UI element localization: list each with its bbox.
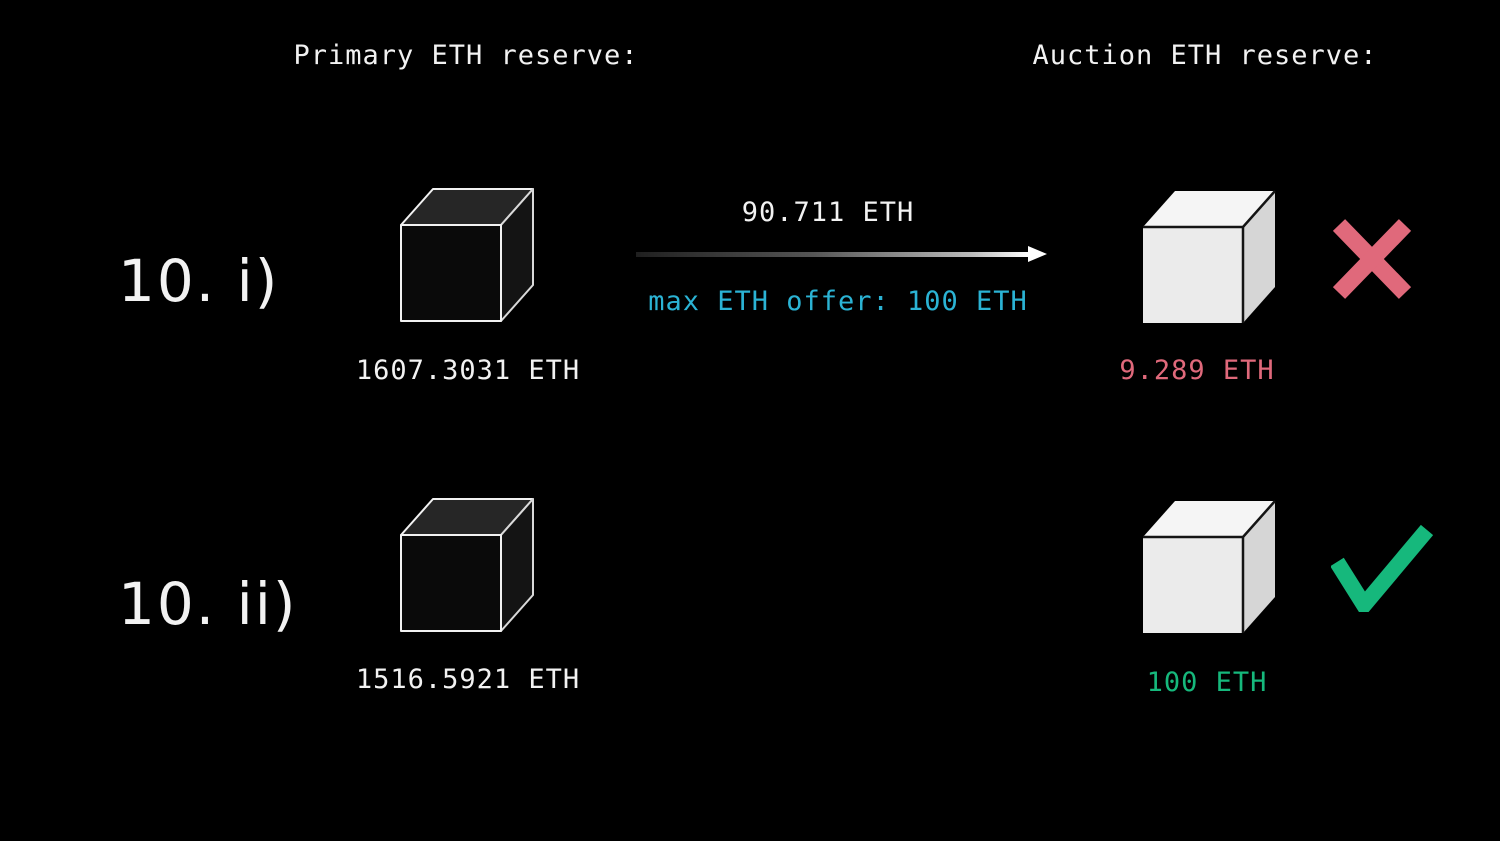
auction-reserve-header: Auction ETH reserve: <box>1032 40 1378 71</box>
primary-reserve-amount: 1516.5921 ETH <box>355 664 581 695</box>
auction-reserve-amount: 9.289 ETH <box>1119 355 1275 386</box>
transfer-amount-label: 90.711 ETH <box>741 197 915 228</box>
transfer-arrow-icon <box>636 252 1030 257</box>
primary-reserve-cube-icon <box>400 498 534 632</box>
primary-reserve-header: Primary ETH reserve: <box>293 40 639 71</box>
auction-reserve-cube-icon <box>1143 500 1276 633</box>
primary-reserve-amount: 1607.3031 ETH <box>355 355 581 386</box>
max-eth-offer-note: max ETH offer: 100 ETH <box>648 286 1028 317</box>
checkmark-icon <box>1331 524 1433 612</box>
auction-reserve-amount: 100 ETH <box>1146 667 1268 698</box>
auction-reserve-cube-icon <box>1143 190 1276 323</box>
transfer-arrowhead-icon <box>1028 246 1047 262</box>
x-mark-icon <box>1332 219 1412 299</box>
primary-reserve-cube-icon <box>400 188 534 322</box>
row-label: 10. i) <box>118 247 280 315</box>
row-label: 10. ii) <box>118 570 298 638</box>
